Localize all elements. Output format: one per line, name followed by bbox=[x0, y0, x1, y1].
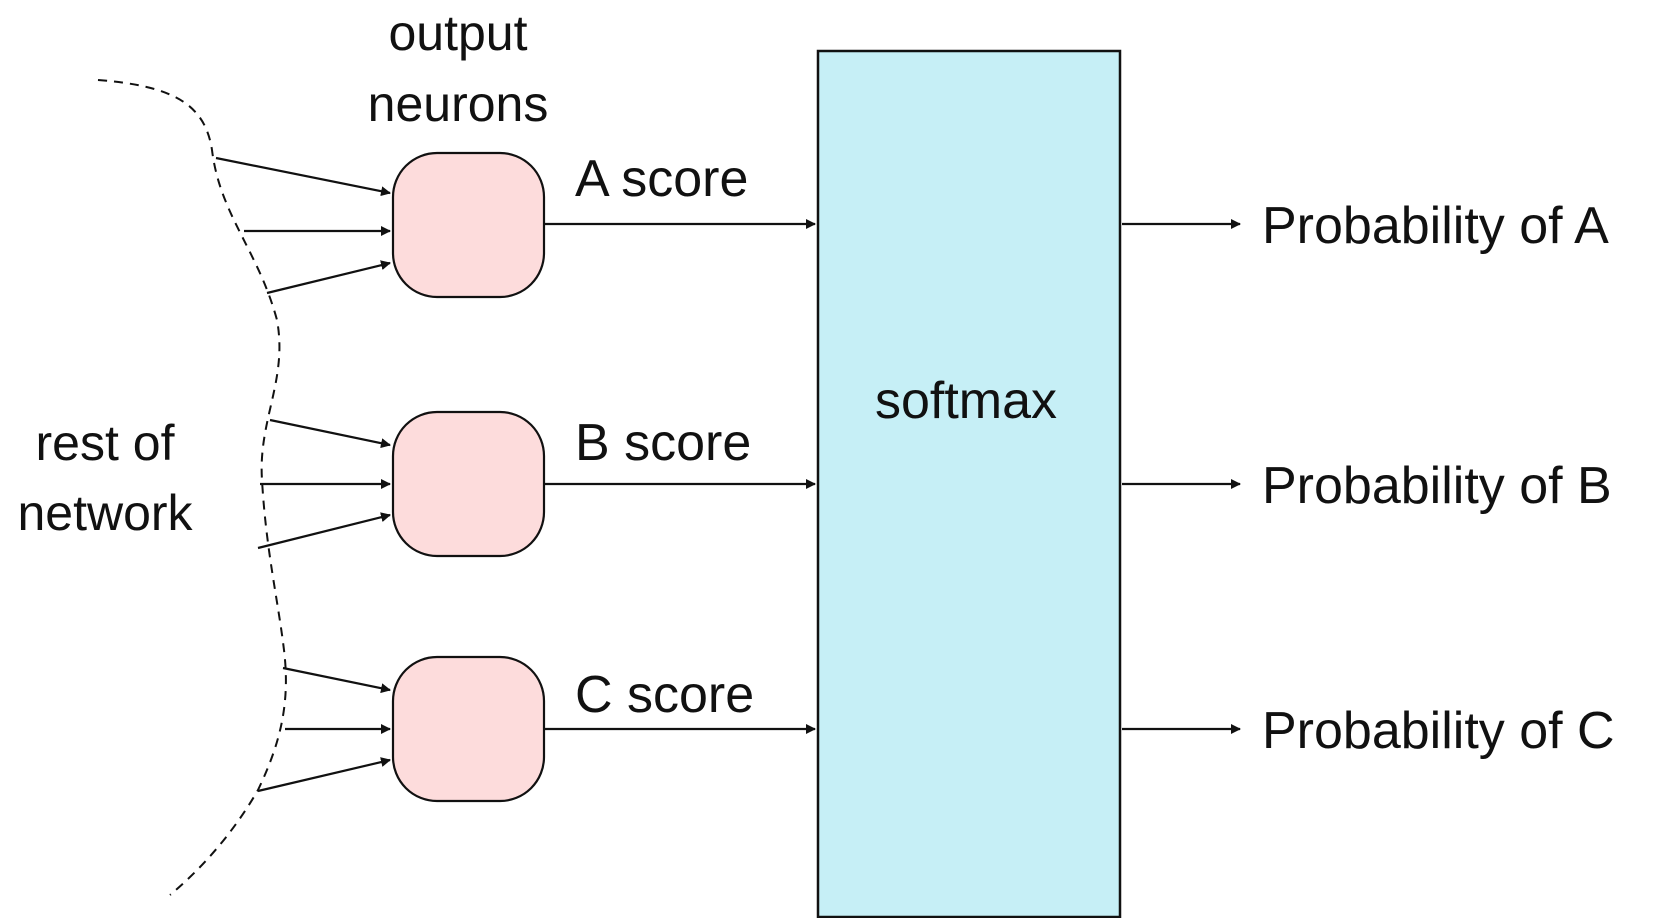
input-arrow bbox=[257, 512, 391, 550]
probability-b-label: Probability of B bbox=[1262, 457, 1612, 515]
softmax-box bbox=[816, 49, 1122, 918]
neuron-b-group: B score Probability of B bbox=[257, 410, 1612, 558]
input-arrow bbox=[257, 757, 391, 793]
neuron-c bbox=[391, 655, 546, 803]
input-arrow bbox=[215, 156, 391, 197]
c-score-label: C score bbox=[575, 666, 754, 724]
neuron-c-group: C score Probability of C bbox=[257, 655, 1615, 803]
neuron-a bbox=[391, 151, 546, 299]
output-neurons-label-line1: output bbox=[388, 5, 527, 61]
rest-of-network-label-line1: rest of bbox=[36, 415, 175, 471]
input-arrow bbox=[269, 418, 391, 449]
rest-of-network-label-line2: network bbox=[17, 485, 193, 541]
a-score-label: A score bbox=[575, 150, 748, 208]
neuron-b bbox=[391, 410, 546, 558]
input-arrow bbox=[282, 666, 391, 694]
b-score-label: B score bbox=[575, 414, 751, 472]
network-boundary-curve bbox=[97, 79, 287, 896]
output-neurons-label-line2: neurons bbox=[368, 76, 549, 132]
neuron-a-group: A score Probability of A bbox=[215, 150, 1609, 299]
softmax-label: softmax bbox=[875, 372, 1057, 430]
input-arrow bbox=[266, 260, 391, 295]
probability-a-label: Probability of A bbox=[1262, 197, 1609, 255]
probability-c-label: Probability of C bbox=[1262, 702, 1615, 760]
